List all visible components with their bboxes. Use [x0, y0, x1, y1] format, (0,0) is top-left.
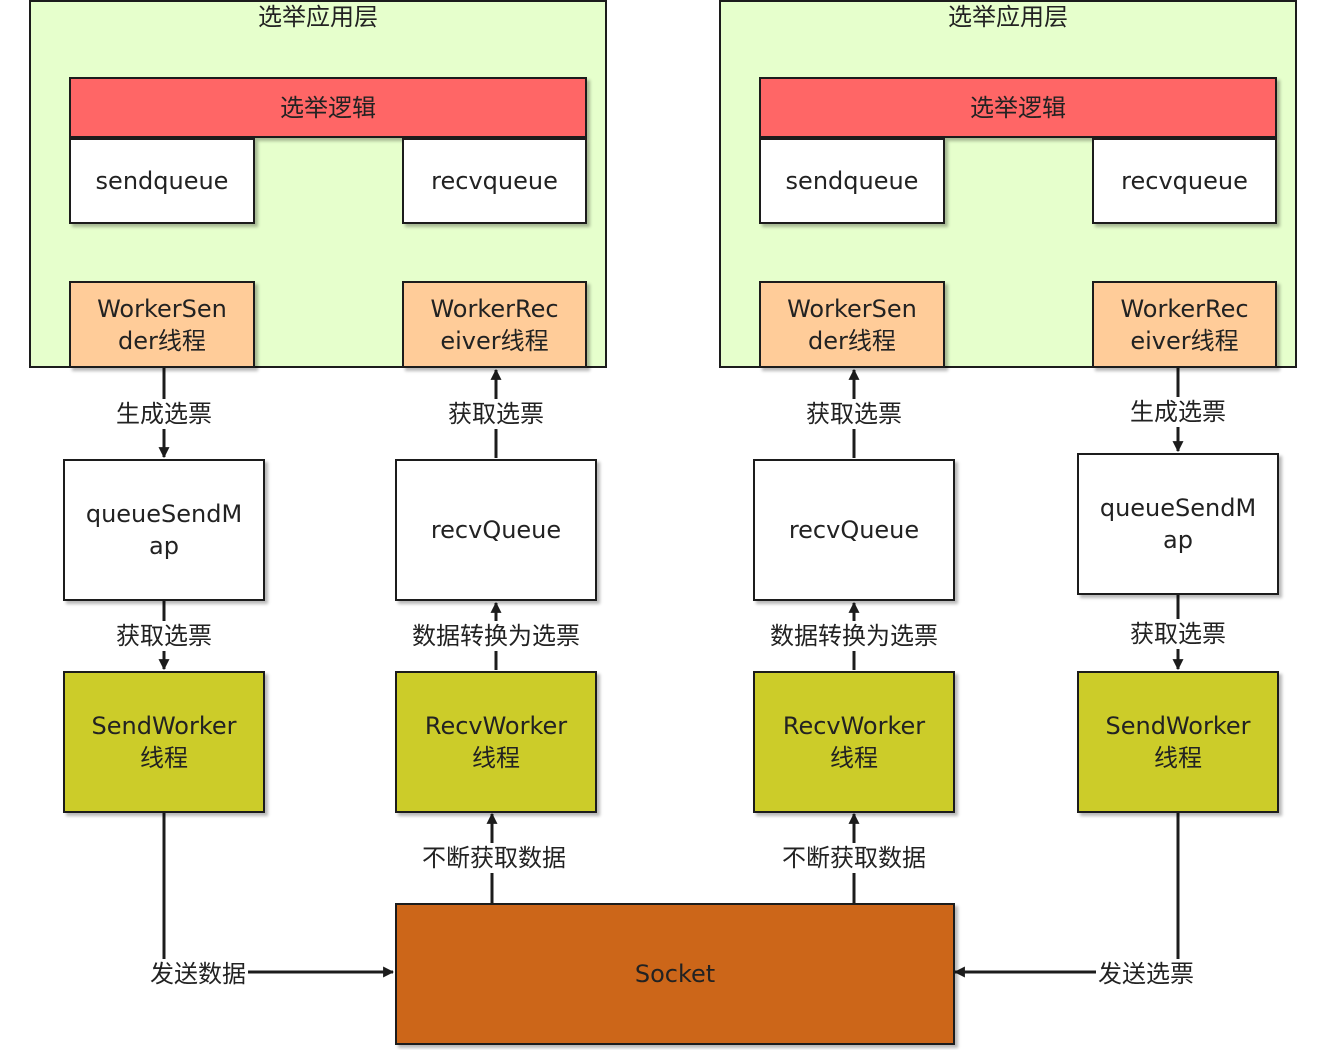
- worker-receiver-left: WorkerRec eiver线程: [402, 281, 587, 368]
- edge-label-send-left: 发送数据: [148, 959, 248, 989]
- edge-label-generate-right: 生成选票: [1128, 397, 1228, 427]
- worker-receiver-right: WorkerRec eiver线程: [1092, 281, 1277, 368]
- socket: Socket: [395, 903, 955, 1045]
- send-worker-right: SendWorker 线程: [1077, 671, 1279, 813]
- queue-send-map-right: queueSendM ap: [1077, 453, 1279, 595]
- logic-right: 选举逻辑: [759, 77, 1277, 138]
- edge-label-fetch-top-left: 获取选票: [446, 399, 546, 429]
- layer-title-right: 选举应用层: [948, 3, 1068, 31]
- edge-label-fetch-top-right: 获取选票: [804, 399, 904, 429]
- worker-sender-left: WorkerSen der线程: [69, 281, 255, 368]
- edge-label-continuous-left: 不断获取数据: [420, 843, 568, 873]
- edge-label-fetch-mid-right: 获取选票: [1128, 619, 1228, 649]
- queue-send-map-left: queueSendM ap: [63, 459, 265, 601]
- recv-queue-buf-left: recvQueue: [395, 459, 597, 601]
- edge-label-convert-left: 数据转换为选票: [410, 621, 582, 651]
- logic-left: 选举逻辑: [69, 77, 587, 138]
- sendqueue-right: sendqueue: [759, 138, 945, 224]
- sendqueue-left: sendqueue: [69, 138, 255, 224]
- arrow-sendworker-to-socket: [162, 813, 395, 978]
- layer-title-left: 选举应用层: [258, 3, 378, 31]
- worker-sender-right: WorkerSen der线程: [759, 281, 945, 368]
- recvqueue-right: recvqueue: [1092, 138, 1277, 224]
- recvqueue-left: recvqueue: [402, 138, 587, 224]
- recv-queue-buf-right: recvQueue: [753, 459, 955, 601]
- edge-label-generate-left: 生成选票: [114, 399, 214, 429]
- recv-worker-right: RecvWorker 线程: [753, 671, 955, 813]
- edge-label-continuous-right: 不断获取数据: [780, 843, 928, 873]
- recv-worker-left: RecvWorker 线程: [395, 671, 597, 813]
- edge-label-send-right: 发送选票: [1096, 959, 1196, 989]
- arrow-sendworker-to-socket-right: [953, 813, 1180, 978]
- edge-label-fetch-mid-left: 获取选票: [114, 621, 214, 651]
- send-worker-left: SendWorker 线程: [63, 671, 265, 813]
- edge-label-convert-right: 数据转换为选票: [768, 621, 940, 651]
